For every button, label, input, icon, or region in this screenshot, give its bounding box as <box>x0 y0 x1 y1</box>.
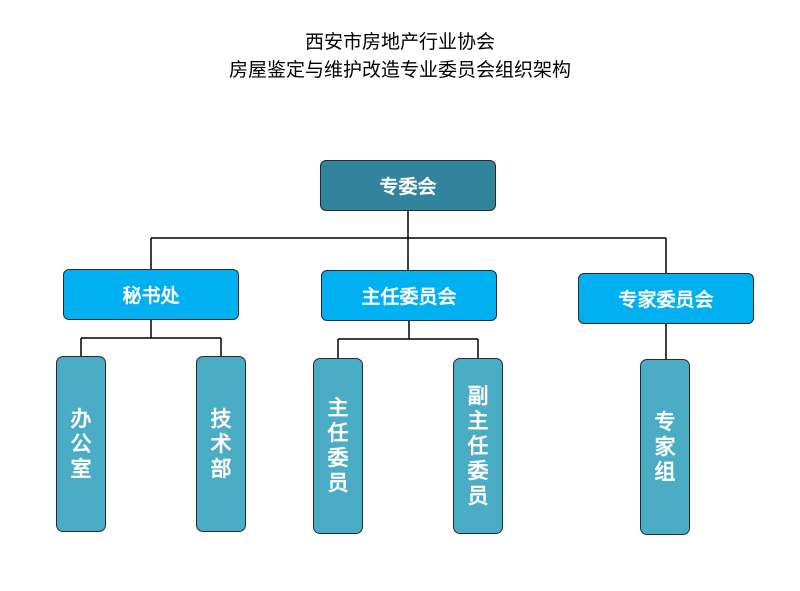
leaf-tech-department: 技术部 <box>196 356 246 532</box>
leaf-vice-director-label: 副主任委员 <box>467 383 489 508</box>
node-experts-committee: 专家委员会 <box>578 273 754 324</box>
title-line-2: 房屋鉴定与维护改造专业委员会组织架构 <box>228 59 571 81</box>
node-committee-label: 专委会 <box>379 176 437 198</box>
leaf-expert-group-label: 专家组 <box>654 409 676 484</box>
leaf-office-label: 办公室 <box>70 406 92 481</box>
node-experts-committee-label: 专家委员会 <box>618 289 714 311</box>
title-line-1: 西安市房地产行业协会 <box>304 31 495 53</box>
node-secretariat-label: 秘书处 <box>122 285 180 307</box>
node-directors-committee-label: 主任委员会 <box>361 286 457 308</box>
leaf-director: 主任委员 <box>313 358 363 534</box>
node-secretariat: 秘书处 <box>63 269 239 320</box>
leaf-vice-director: 副主任委员 <box>453 358 503 534</box>
leaf-tech-department-label: 技术部 <box>210 406 232 481</box>
node-committee: 专委会 <box>320 160 496 211</box>
leaf-office: 办公室 <box>56 356 106 532</box>
leaf-expert-group: 专家组 <box>640 359 690 535</box>
node-directors-committee: 主任委员会 <box>321 270 497 321</box>
leaf-director-label: 主任委员 <box>327 396 349 495</box>
